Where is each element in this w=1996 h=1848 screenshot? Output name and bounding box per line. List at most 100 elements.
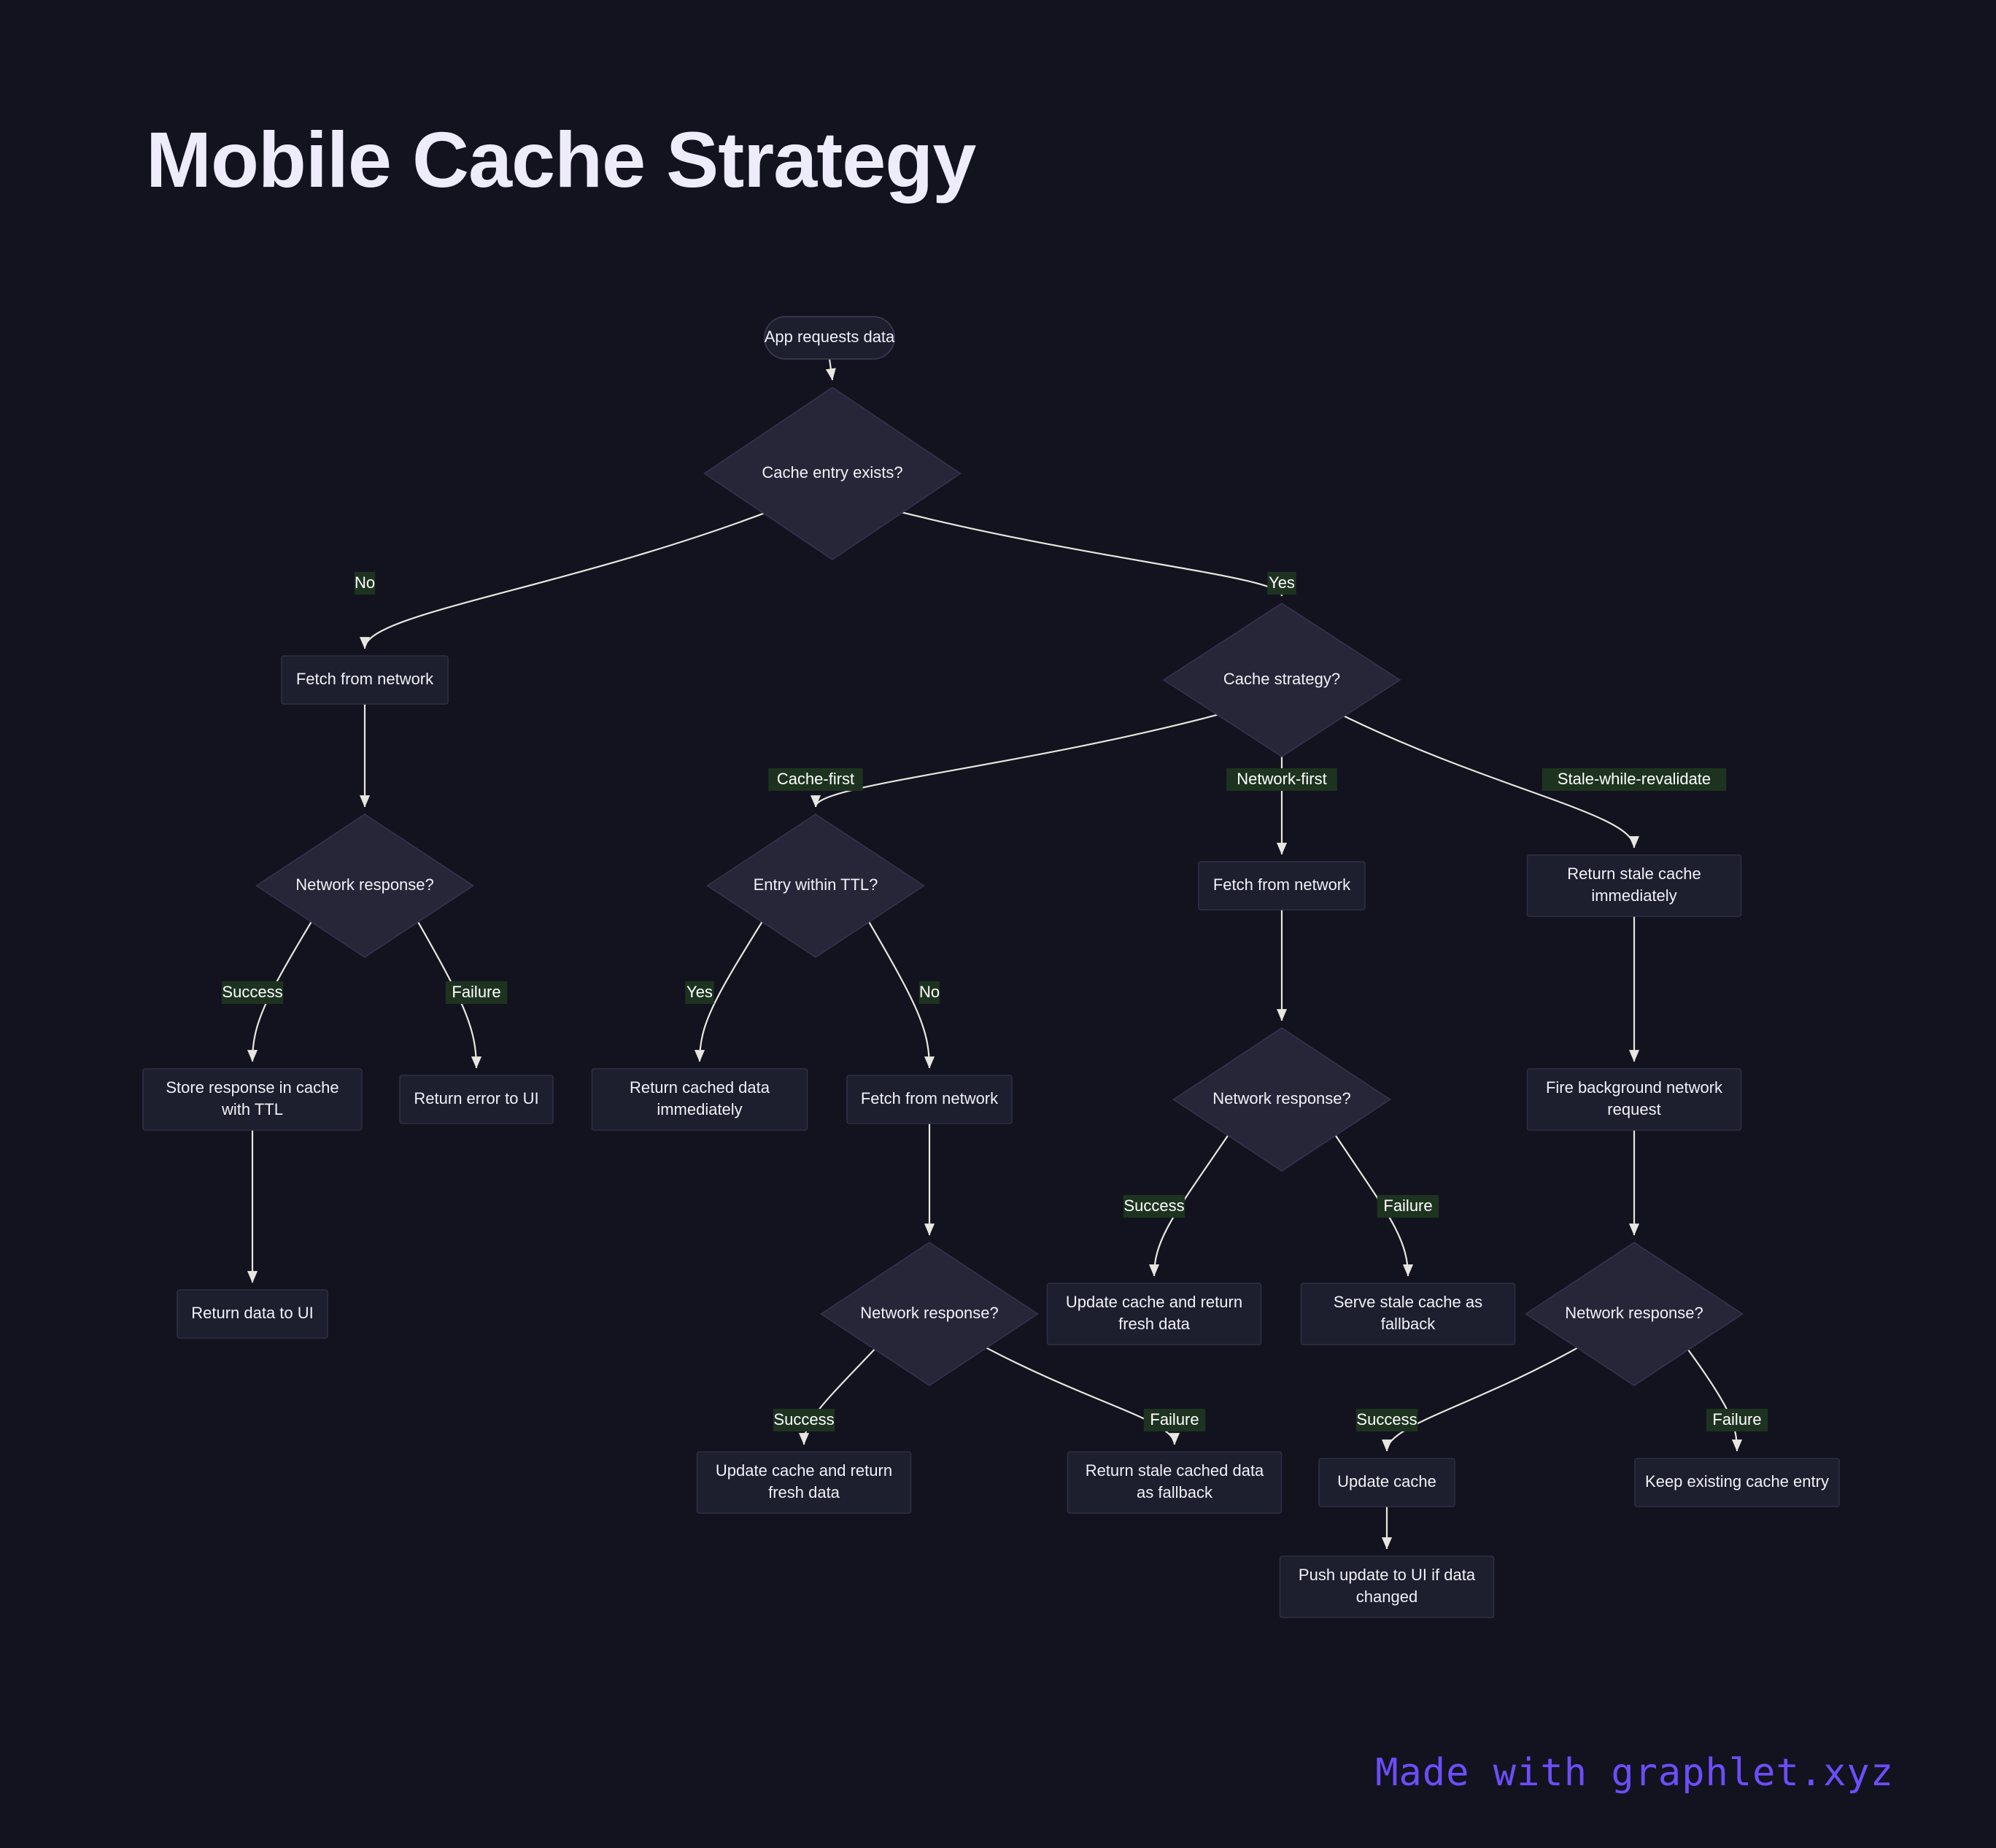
edge-label-text: Failure — [1712, 1410, 1761, 1428]
flow-edge — [1335, 711, 1639, 848]
node-label: Fetch from network — [296, 670, 434, 688]
edge-label-chip — [1355, 1409, 1418, 1431]
flow-edge — [811, 711, 1228, 808]
edge-label-chip — [918, 981, 940, 1004]
flow-node[interactable]: Network response? — [1525, 1242, 1744, 1386]
flow-node[interactable]: Keep existing cache entry — [1634, 1458, 1840, 1507]
flow-node[interactable]: Fetch from network — [846, 1075, 1013, 1124]
edge-label-chip — [1123, 1195, 1185, 1218]
process-shape — [1067, 1451, 1283, 1514]
edge-label-text: Stale-while-revalidate — [1558, 770, 1711, 788]
flow-node[interactable]: Cache entry exists? — [703, 387, 962, 560]
edge-label-chip — [1143, 1409, 1206, 1431]
flow-node[interactable]: Entry within TTL? — [706, 813, 925, 958]
edge-label: Success — [773, 1409, 835, 1431]
decision-shape — [255, 813, 474, 958]
process-shape — [1318, 1458, 1455, 1507]
process-shape — [177, 1289, 328, 1339]
edge-label: Success — [1355, 1409, 1418, 1431]
flow-edge — [978, 1343, 1180, 1445]
edge-label-text: Success — [222, 983, 282, 1001]
node-label: fresh data — [1118, 1315, 1191, 1333]
node-label: Return cached data — [630, 1078, 770, 1097]
node-label: Store response in cache — [166, 1078, 339, 1097]
decision-shape — [1172, 1027, 1391, 1172]
edge-label-chip — [354, 572, 376, 595]
node-label: immediately — [1591, 886, 1676, 905]
edge-label-chip — [221, 981, 284, 1004]
flow-node[interactable]: Update cache — [1318, 1458, 1455, 1507]
node-label: Return stale cached data — [1086, 1461, 1264, 1480]
edge-label-chip — [685, 981, 714, 1004]
edge-label: Failure — [1706, 1409, 1768, 1431]
flow-node[interactable]: Return data to UI — [177, 1289, 328, 1339]
edge-label-chip — [1226, 768, 1337, 791]
node-label: Network response? — [295, 875, 434, 894]
decision-shape — [1525, 1242, 1744, 1386]
node-label: Serve stale cache as — [1334, 1293, 1482, 1311]
node-label: Keep existing cache entry — [1645, 1472, 1829, 1491]
node-label: Network response? — [1565, 1304, 1703, 1322]
flow-edge — [798, 1343, 881, 1445]
flow-edge — [414, 915, 482, 1069]
node-label: Network response? — [860, 1304, 999, 1322]
node-label: Fetch from network — [1213, 875, 1351, 894]
edge-label: Stale-while-revalidate — [1542, 768, 1727, 791]
flow-edge — [825, 358, 836, 381]
edge-label-chip — [1267, 572, 1296, 595]
flow-node[interactable]: Fetch from network — [1198, 861, 1366, 911]
edge-label-text: Yes — [686, 983, 713, 1001]
page-title: Mobile Cache Strategy — [146, 115, 976, 204]
edge-label: Yes — [1267, 572, 1296, 595]
node-label: as fallback — [1137, 1483, 1213, 1501]
edge-label: Success — [221, 981, 284, 1004]
edge-label-text: No — [355, 573, 375, 592]
flow-node[interactable]: Cache strategy? — [1162, 603, 1401, 757]
terminal-shape — [764, 316, 895, 360]
flow-node[interactable]: Return stale cached data as fallback — [1067, 1451, 1283, 1514]
edge-label: Failure — [445, 981, 508, 1004]
edge-label-text: Success — [773, 1410, 834, 1428]
flow-edge — [1382, 1343, 1585, 1452]
edge-label-chip — [773, 1409, 835, 1431]
decision-shape — [820, 1242, 1039, 1386]
process-shape — [1198, 861, 1366, 911]
node-label: Entry within TTL? — [754, 875, 878, 894]
flow-node[interactable]: Network response? — [1172, 1027, 1391, 1172]
edge-label-chip — [1377, 1195, 1439, 1218]
flow-node[interactable]: Network response? — [255, 813, 474, 958]
edge-label: Failure — [1377, 1195, 1439, 1218]
edges-layer — [247, 358, 1743, 1550]
node-label: Cache entry exists? — [762, 463, 902, 482]
edge-label-chip — [1542, 768, 1727, 791]
process-shape — [1300, 1283, 1516, 1345]
node-label: Update cache — [1337, 1472, 1436, 1491]
flow-node[interactable]: Return error to UI — [399, 1075, 554, 1124]
flow-edge — [1331, 1129, 1414, 1277]
flow-node[interactable]: Update cache and return fresh data — [1046, 1283, 1262, 1345]
node-label: Update cache and return — [1066, 1293, 1242, 1311]
flow-node[interactable]: Network response? — [820, 1242, 1039, 1386]
node-label: request — [1607, 1100, 1660, 1118]
node-label: Return error to UI — [414, 1089, 538, 1107]
flow-node[interactable]: App requests data — [764, 316, 895, 360]
footer-attribution: Made with graphlet.xyz — [1375, 1751, 1894, 1795]
edge-label-text: No — [919, 983, 940, 1001]
process-shape — [1279, 1555, 1495, 1618]
edge-label: Network-first — [1226, 768, 1337, 791]
node-label: Fetch from network — [861, 1089, 999, 1107]
flow-edge — [891, 509, 1287, 597]
node-label: Cache strategy? — [1223, 670, 1340, 688]
edge-label: Yes — [685, 981, 714, 1004]
edge-label-text: Success — [1356, 1410, 1417, 1428]
flow-node[interactable]: Fetch from network — [281, 655, 449, 705]
